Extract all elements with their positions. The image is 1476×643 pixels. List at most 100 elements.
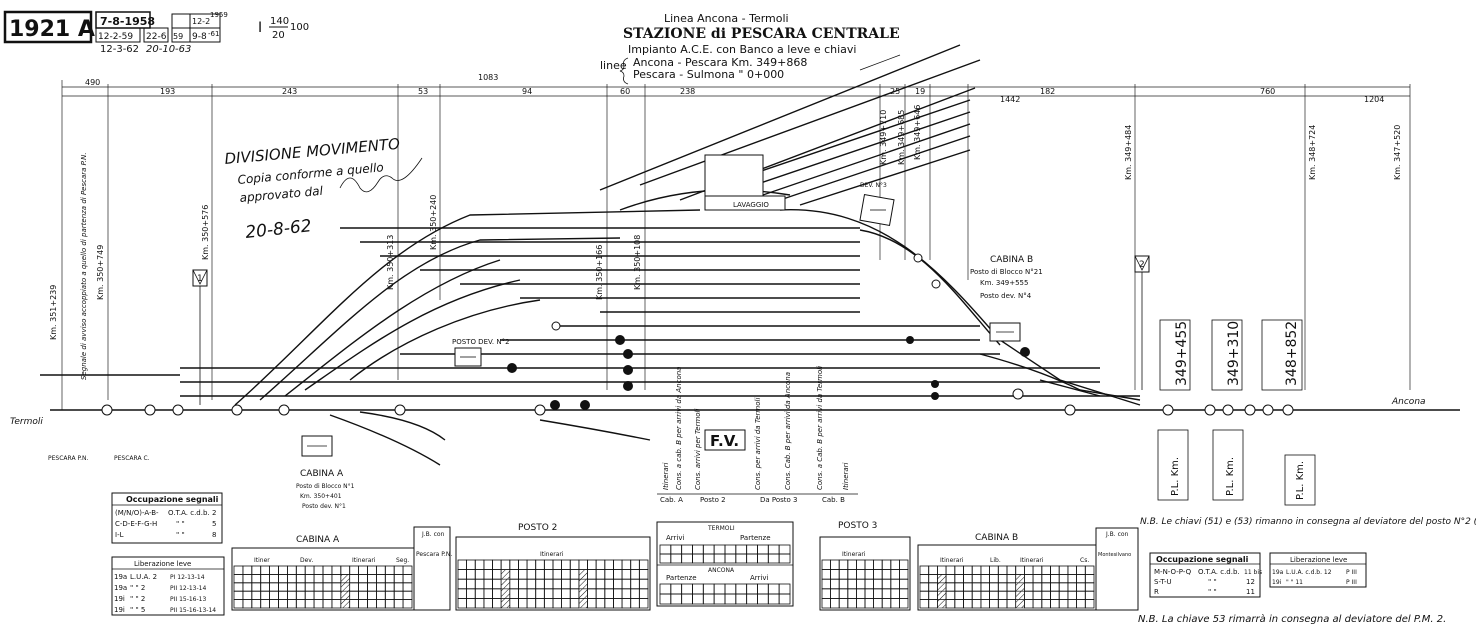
cabina-a-title: CABINA A xyxy=(300,469,344,479)
scale-label: I xyxy=(258,20,262,36)
lib-right-r2c3: P III xyxy=(1346,579,1357,586)
dim-3: 1083 xyxy=(478,73,498,82)
header-rev-3: 12-2 xyxy=(192,17,210,26)
da-posto3: Da Posto 3 xyxy=(760,496,798,504)
lavaggio-label: LAVAGGIO xyxy=(733,201,769,209)
header-rev-4: 1959 xyxy=(210,11,228,19)
termoli-label: Termoli xyxy=(10,417,43,427)
pescara-pn-label: PESCARA P.N. xyxy=(48,455,89,462)
lib-right-r1c1: 19a xyxy=(1272,569,1284,576)
pl-km-1: P.L. Km. xyxy=(1170,457,1181,496)
occ-right-r3c1: R xyxy=(1154,588,1159,596)
signal-2-label: 2 xyxy=(1139,260,1145,270)
fv-box xyxy=(704,429,746,451)
occ-right-title: Occupazione segnali xyxy=(1156,555,1249,564)
occ-left-r1c2: O.T.A. c.d.b. xyxy=(168,509,210,517)
lever-cell xyxy=(340,590,350,600)
dev3-label: DEV. N°3 xyxy=(860,182,887,189)
signal-dot xyxy=(623,349,633,359)
lib-right-r2c1: 19i xyxy=(1272,579,1282,586)
occ-right-r1c2: O.T.A. c.d.b. xyxy=(1198,568,1240,576)
signal-dot xyxy=(906,336,914,344)
lever-cell xyxy=(778,553,791,564)
panel-itin-label-p3: Itinerari xyxy=(842,551,866,558)
signal-circle xyxy=(931,279,941,289)
lever-cell xyxy=(899,598,909,609)
lever-cell xyxy=(578,569,588,580)
km-big-2: 349+310 xyxy=(1226,321,1242,386)
header-date-2: 12-3-62 xyxy=(100,44,139,55)
lib-left-r1c1: 19a xyxy=(114,573,127,581)
signal-circle xyxy=(1244,404,1256,416)
dim-4: 243 xyxy=(282,87,297,96)
occ-right-r1c1: M-N-O-P-Q xyxy=(1154,568,1192,576)
lib-left-r1c2: L.U.A. 2 xyxy=(130,573,157,581)
dim-13: 760 xyxy=(1260,87,1275,96)
it-2: Cons. a cab. B per arrivi da Ancona xyxy=(675,367,683,490)
cabina-b-line-1: Posto di Blocco N°21 xyxy=(970,268,1043,276)
right-km-labels: 349+455 349+310 348+852 P.L. Km. P.L. Km… xyxy=(1157,319,1316,506)
panel-jb-a xyxy=(413,526,451,611)
lib-right-r2c2: " " 11 xyxy=(1286,579,1303,586)
signal-2: 2 xyxy=(1134,255,1150,390)
signal-1-label: 1 xyxy=(197,274,203,284)
lib-left-r4c2: " " 5 xyxy=(130,606,145,614)
signal-dot xyxy=(623,381,633,391)
signal-dot xyxy=(1020,347,1030,357)
occ-left-title: Occupazione segnali xyxy=(126,495,219,504)
panel-itiner-label-a: Itiner xyxy=(254,557,270,564)
panel-partenze: Partenze xyxy=(740,534,771,542)
dim-11: 1442 xyxy=(1000,95,1020,104)
panel-jb-b-label: J.B. con xyxy=(1105,531,1129,538)
lib-left-r2c2: " " 2 xyxy=(130,584,145,592)
note-2: N.B. La chiave 53 rimarrà in consegna al… xyxy=(1138,613,1446,625)
note-1: N.B. Le chiavi (51) e (53) rimanno in co… xyxy=(1140,517,1476,527)
lib-left-r1c3: PI 12-13-14 xyxy=(170,574,205,581)
title-line: Linea Ancona - Termoli xyxy=(664,12,789,25)
occ-left-r3c3: 8 xyxy=(212,531,216,539)
stamp-date: 20-8-62 xyxy=(244,216,312,243)
lib-left-r4c1: 19i xyxy=(114,606,125,614)
occ-left-r1c1: (M/N/O)-A-B- xyxy=(115,509,159,517)
header-rev-1: 12-2-59 xyxy=(98,32,133,42)
lever-cell xyxy=(1015,590,1025,600)
panel-lib-label-b: Lib. xyxy=(990,557,1001,564)
signal-circle xyxy=(1262,404,1274,416)
occ-right-r1c3: 11 bis xyxy=(1244,569,1262,576)
panel-arrivi-2: Arrivi xyxy=(750,574,769,582)
km-marks: Km. 351+239 Km. 350+749 Km. 350+576 Km. … xyxy=(49,105,1402,380)
signal-dot xyxy=(615,335,625,345)
header-block: 1921 A 7-8-1958 12-2-59 22-6 12-2 1959 5… xyxy=(3,10,309,55)
signal-dot xyxy=(931,392,939,400)
dim-12: 182 xyxy=(1040,87,1055,96)
lib-left-title: Liberazione leve xyxy=(134,560,191,568)
dim-6: 94 xyxy=(522,87,532,96)
it-7: Itinerari xyxy=(842,462,850,490)
dim-10: 19 xyxy=(915,87,925,96)
header-rev-5: 59 xyxy=(173,32,183,41)
signal-dot xyxy=(931,380,939,388)
dim-2: 193 xyxy=(160,87,175,96)
lever-cell xyxy=(578,588,588,599)
panel-posto-3-title: POSTO 3 xyxy=(838,521,877,531)
station-building xyxy=(704,154,764,198)
lever-cell xyxy=(578,598,588,609)
lever-cell xyxy=(500,588,511,599)
lib-right-title: Liberazione leve xyxy=(1290,556,1347,564)
signal-circle xyxy=(534,404,546,416)
lever-cell xyxy=(340,582,350,592)
panel-jb-b-label-2: Montesilvano xyxy=(1098,552,1131,558)
signal-dot xyxy=(623,365,633,375)
occ-left-r2c3: 5 xyxy=(212,520,216,528)
lever-cell xyxy=(500,598,511,609)
occ-left-r1c3: 2 xyxy=(212,509,216,517)
km-350-166: Km. 350+166 xyxy=(595,245,604,300)
title-line-2: Pescara - Sulmona " 0+000 xyxy=(633,68,784,81)
panel-cabina-b-title: CABINA B xyxy=(975,533,1018,543)
occ-left-r2c1: C-D-E-F-G-H xyxy=(115,520,157,528)
lever-cell xyxy=(937,574,947,584)
lavaggio-box xyxy=(704,195,786,211)
lever-cell xyxy=(639,598,649,609)
lever-cell xyxy=(937,590,947,600)
occupation-table-right: Occupazione segnali M-N-O-P-Q O.T.A. c.d… xyxy=(1149,552,1367,598)
